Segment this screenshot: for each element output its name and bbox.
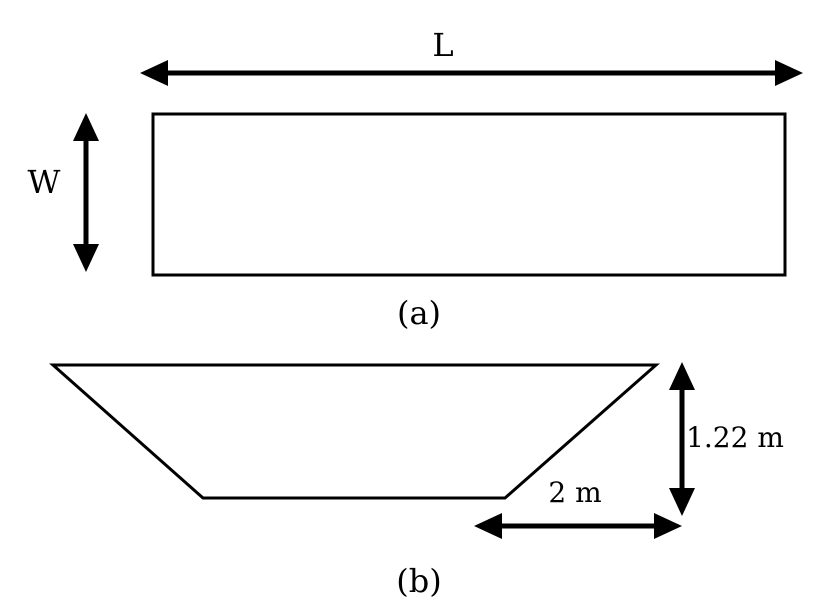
- length-label: L: [432, 26, 453, 64]
- cross-section-view: 1.22 m 2 m (b): [49, 362, 784, 600]
- offset-dimension-arrow: [474, 513, 682, 539]
- plan-view: L W (a): [28, 26, 803, 332]
- width-label: W: [28, 163, 61, 201]
- pool-outline-rectangle: [151, 112, 787, 277]
- pool-cross-section-trapezoid: [49, 363, 660, 500]
- width-dimension-arrow: [73, 113, 99, 272]
- caption-a: (a): [397, 294, 441, 332]
- length-dimension-arrow: [140, 60, 803, 86]
- offset-label: 2 m: [548, 476, 601, 509]
- height-dimension-arrow: [669, 362, 695, 516]
- height-label: 1.22 m: [686, 421, 784, 454]
- caption-b: (b): [396, 562, 441, 600]
